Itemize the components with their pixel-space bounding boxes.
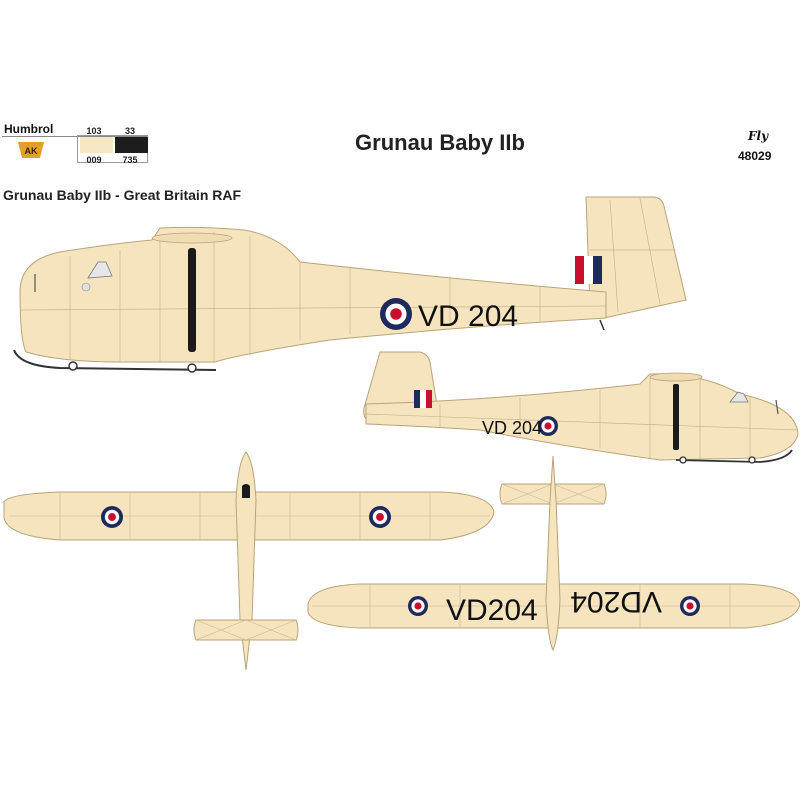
svg-text:AK: AK — [25, 146, 38, 156]
paint-swatch-103 — [80, 137, 113, 153]
top-view — [3, 451, 495, 671]
humbrol-code-2: 33 — [124, 126, 135, 136]
side-view-small: VD 204 — [363, 351, 799, 464]
catalog-number: 48029 — [738, 149, 772, 163]
fin-flash-large — [575, 256, 602, 284]
paint-reference-chart: Humbrol 103 33 AK 009 735 — [2, 122, 148, 165]
roundel-lower-wing-left — [408, 596, 428, 616]
registration-lower-wing-left: VD204 — [446, 594, 538, 627]
ak-code-2: 735 — [122, 155, 138, 165]
paint-swatch-33 — [115, 137, 148, 153]
ak-interactive-logo: AK — [16, 140, 46, 160]
fin-flash-small — [414, 390, 432, 408]
roundel-lower-wing-right — [680, 596, 700, 616]
chart-divider — [2, 136, 148, 137]
page-title: Grunau Baby IIb — [355, 130, 525, 155]
roundel-fuselage-large — [380, 298, 412, 330]
humbrol-label: Humbrol — [4, 122, 54, 136]
registration-lower-wing-right: VD204 — [570, 585, 662, 618]
bottom-view: VD204 VD204 — [307, 455, 800, 652]
humbrol-code-1: 103 — [86, 126, 102, 136]
registration-side-large: VD 204 — [418, 300, 518, 333]
subtitle: Grunau Baby IIb - Great Britain RAF — [3, 187, 242, 203]
side-view-large: VD 204 — [13, 196, 687, 373]
roundel-upper-wing-right — [369, 506, 391, 528]
brand-logo: Fly — [748, 129, 769, 143]
registration-side-small: VD 204 — [482, 418, 542, 438]
roundel-upper-wing-left — [101, 506, 123, 528]
ak-code-1: 009 — [86, 155, 102, 165]
panel-lines — [19, 197, 676, 362]
